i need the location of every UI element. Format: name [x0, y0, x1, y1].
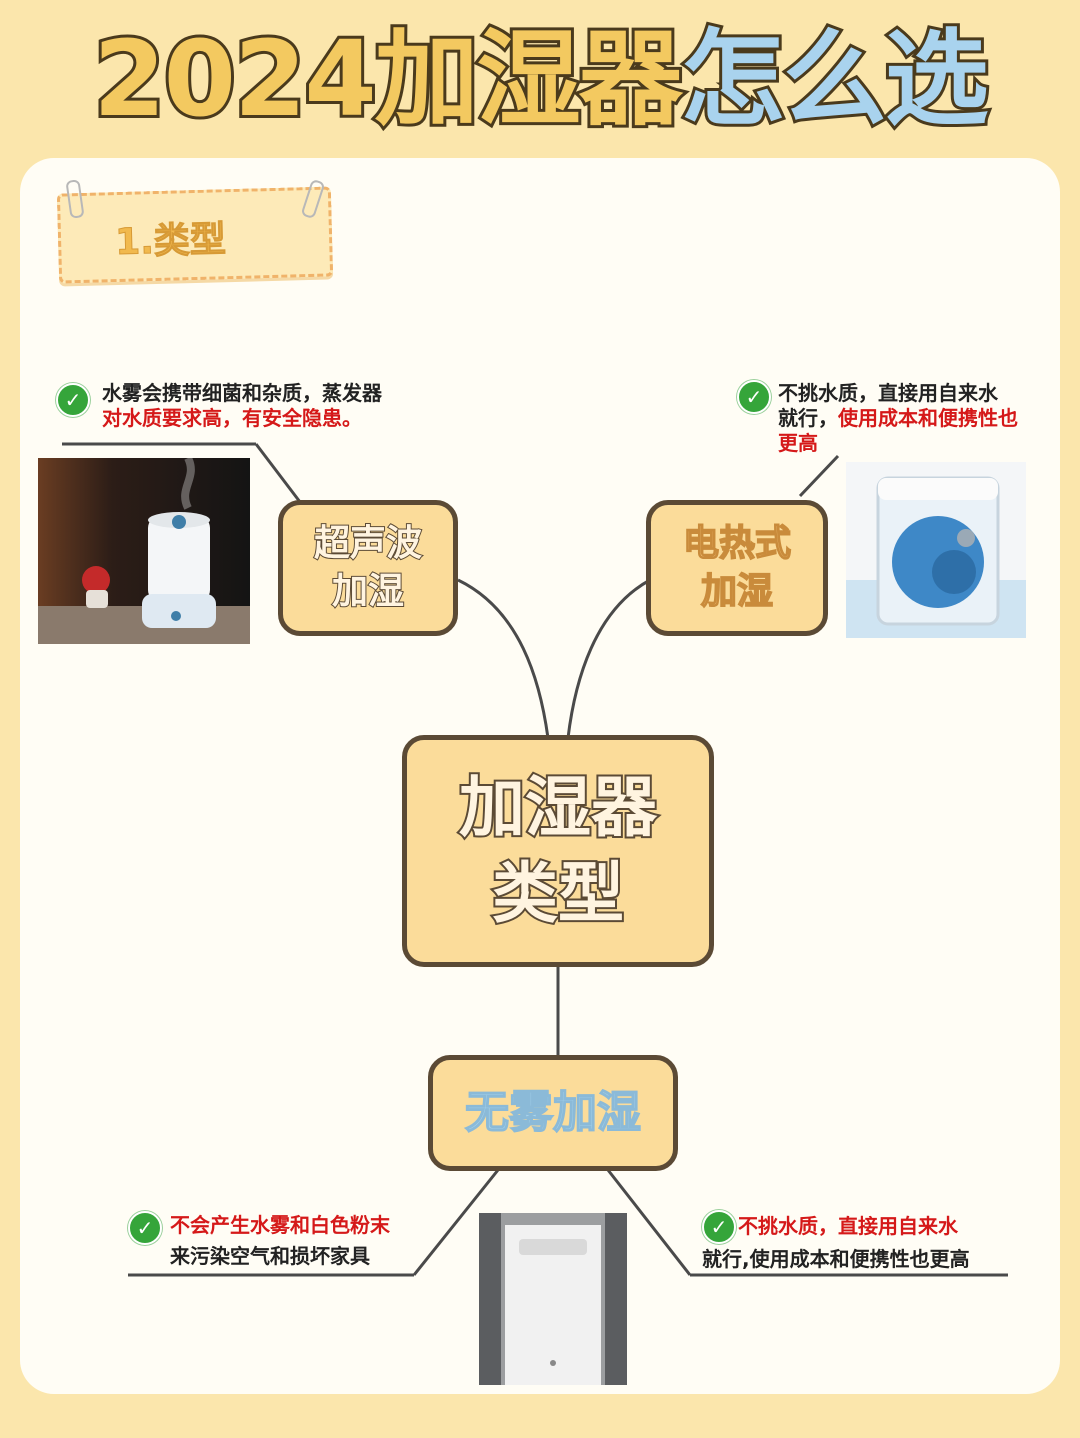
electric-box: 电热式 加湿: [646, 500, 828, 636]
check-icon: ✓: [56, 383, 90, 417]
mistfree-box: 无雾加湿: [428, 1055, 678, 1171]
electric-note-line2-red: 使用成本和便携性也: [838, 406, 1018, 430]
center-box: 加湿器 类型: [402, 735, 714, 967]
check-icon: ✓: [737, 380, 771, 414]
center-label-line1: 加湿器: [457, 767, 659, 848]
ultrasonic-note: 水雾会携带细菌和杂质，蒸发器 对水质要求高，有安全隐患。: [102, 381, 382, 431]
ultrasonic-label-line1: 超声波: [313, 522, 423, 565]
mistfree-label: 无雾加湿: [464, 1087, 642, 1138]
ultrasonic-label-line2: 加湿: [331, 570, 405, 613]
mistfree-right-note-line2: 就行,使用成本和便携性也更高: [702, 1247, 970, 1271]
mistfree-humidifier-photo: [479, 1213, 627, 1385]
electric-note-line3: 更高: [778, 431, 818, 455]
mistfree-right-note-line1: 不挑水质，直接用自来水: [738, 1214, 958, 1238]
check-icon: ✓: [702, 1210, 736, 1244]
ultrasonic-box: 超声波 加湿: [278, 500, 458, 636]
electric-note-line2-prefix: 就行，: [778, 406, 838, 430]
ultrasonic-note-line2: 对水质要求高，有安全隐患。: [102, 406, 362, 430]
title-part-2: 怎么选: [678, 15, 992, 143]
electric-label-line2: 加湿: [700, 570, 774, 613]
check-icon: ✓: [128, 1211, 162, 1245]
electric-label-line1: 电热式: [682, 522, 792, 565]
page-title: 2024加湿器怎么选: [0, 14, 1080, 144]
mistfree-left-note: 不会产生水雾和白色粉末 来污染空气和损坏家具: [170, 1210, 390, 1272]
mistfree-left-note-line1: 不会产生水雾和白色粉末: [170, 1213, 390, 1237]
center-label-line2: 类型: [490, 853, 626, 934]
electric-note-line1: 不挑水质，直接用自来水: [778, 381, 998, 405]
mistfree-right-note: 不挑水质，直接用自来水 就行,使用成本和便携性也更高: [702, 1210, 970, 1276]
mistfree-left-note-line2: 来污染空气和损坏家具: [170, 1244, 370, 1268]
electric-humidifier-photo: [846, 462, 1026, 638]
title-part-1: 2024加湿器: [90, 15, 685, 143]
ultrasonic-note-line1: 水雾会携带细菌和杂质，蒸发器: [102, 381, 382, 405]
ultrasonic-humidifier-photo: [38, 458, 250, 644]
electric-note: 不挑水质，直接用自来水 就行，使用成本和便携性也 更高: [778, 381, 1018, 456]
